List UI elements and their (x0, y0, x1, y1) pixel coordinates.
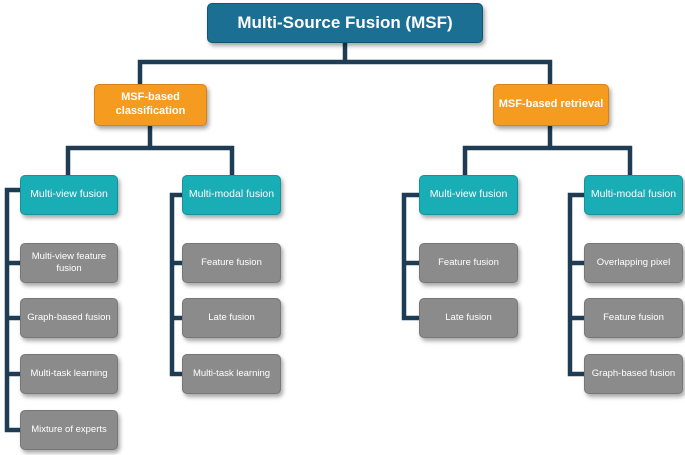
group-classification-multi-modal: Multi-modal fusion (182, 175, 281, 215)
leaf-label: Feature fusion (438, 257, 499, 269)
leaf-node: Mixture of experts (20, 410, 118, 450)
leaf-label: Feature fusion (201, 257, 262, 269)
branch-label: MSF-based classification (115, 91, 186, 117)
group-label: Multi-modal fusion (590, 188, 677, 201)
leaf-node: Multi-task learning (182, 354, 281, 394)
leaf-label: Late fusion (445, 312, 492, 324)
leaf-node: Feature fusion (584, 298, 683, 338)
group-label: Multi-view fusion (30, 188, 108, 201)
branch-label: MSF-based retrieval (498, 98, 604, 111)
branch-classification: MSF-based classification (94, 84, 207, 126)
leaf-node: Late fusion (182, 298, 281, 338)
root-node: Multi-Source Fusion (MSF) (207, 3, 483, 43)
leaf-label: Graph-based fusion (27, 312, 111, 324)
group-retrieval-multi-modal: Multi-modal fusion (584, 175, 683, 215)
group-retrieval-multi-view: Multi-view fusion (419, 175, 518, 215)
leaf-label: Overlapping pixel (596, 257, 671, 269)
leaf-node: Graph-based fusion (20, 298, 118, 338)
leaf-node: Feature fusion (419, 243, 518, 283)
leaf-node: Graph-based fusion (584, 354, 683, 394)
leaf-node: Multi-view feature fusion (20, 243, 118, 283)
leaf-label: Graph-based fusion (591, 368, 676, 380)
leaf-label: Mixture of experts (31, 424, 107, 436)
root-label: Multi-Source Fusion (MSF) (237, 13, 453, 33)
leaf-label: Multi-task learning (192, 368, 271, 380)
group-label: Multi-view fusion (429, 188, 508, 201)
leaf-node: Multi-task learning (20, 354, 118, 394)
leaf-node: Overlapping pixel (584, 243, 683, 283)
group-classification-multi-view: Multi-view fusion (20, 175, 118, 215)
leaf-node: Feature fusion (182, 243, 281, 283)
leaf-label: Feature fusion (603, 312, 664, 324)
leaf-label: Multi-view feature fusion (31, 251, 107, 274)
leaf-label: Late fusion (208, 312, 255, 324)
branch-retrieval: MSF-based retrieval (493, 84, 609, 126)
leaf-label: Multi-task learning (30, 368, 108, 380)
group-label: Multi-modal fusion (188, 188, 275, 201)
leaf-node: Late fusion (419, 298, 518, 338)
